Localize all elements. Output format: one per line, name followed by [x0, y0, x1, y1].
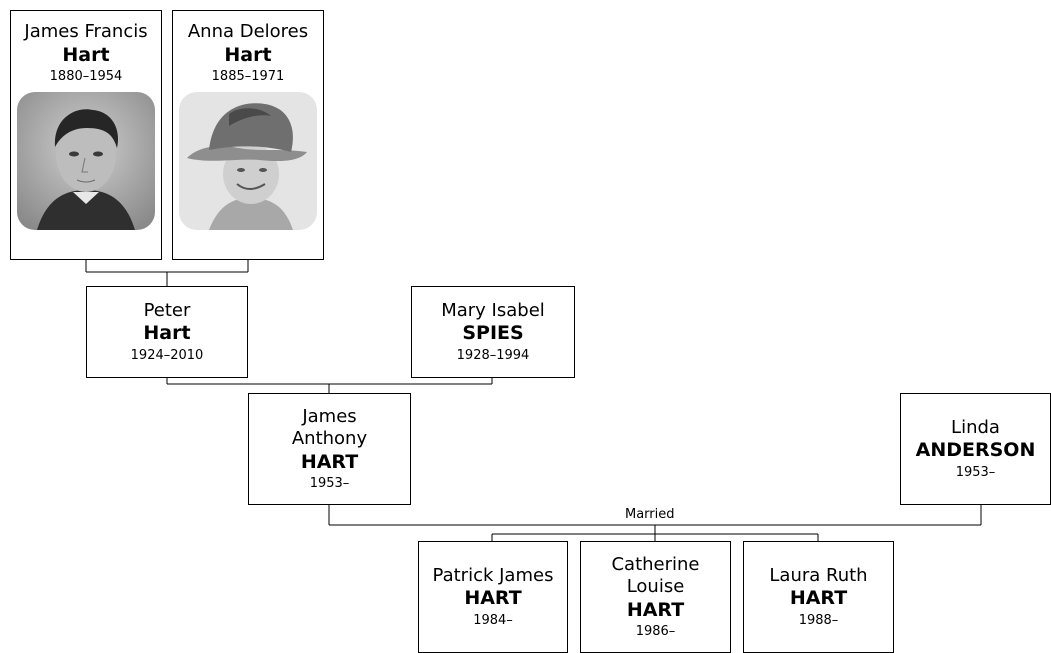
given-name: Laura Ruth [769, 564, 868, 586]
surname: Hart [224, 43, 272, 66]
person-card-james-francis-hart[interactable]: James Francis Hart 1880–1954 [10, 10, 162, 260]
surname: Hart [143, 322, 191, 345]
person-card-linda-anderson[interactable]: Linda ANDERSON 1953– [900, 393, 1051, 505]
surname: ANDERSON [915, 439, 1036, 462]
life-years: 1986– [635, 624, 676, 640]
surname: HART [789, 587, 848, 610]
life-years: 1885–1971 [211, 69, 285, 85]
surname: HART [464, 587, 522, 610]
person-card-mary-isabel-spies[interactable]: Mary Isabel SPIES 1928–1994 [411, 286, 575, 378]
surname: HART [626, 598, 685, 621]
given-name: Linda [951, 416, 1000, 438]
life-years: 1924–2010 [130, 348, 204, 363]
given-name: Peter [143, 299, 191, 321]
surname: Hart [62, 43, 110, 66]
given-name: James Francis [24, 21, 148, 42]
person-card-laura-ruth-hart[interactable]: Laura Ruth HART 1988– [743, 541, 894, 653]
life-years: 1880–1954 [49, 69, 123, 85]
given-name: Catherine Louise [611, 553, 700, 598]
man-portrait-photo [17, 91, 155, 230]
person-card-patrick-james-hart[interactable]: Patrick James HART 1984– [418, 541, 568, 653]
given-name: Patrick James [432, 564, 554, 586]
life-years: 1984– [473, 613, 513, 628]
person-card-peter-hart[interactable]: Peter Hart 1924–2010 [86, 286, 248, 378]
life-years: 1988– [798, 613, 839, 628]
woman-with-hat-portrait-photo [179, 91, 317, 230]
life-years: 1928–1994 [456, 348, 530, 363]
married-label: Married [623, 507, 677, 522]
given-name: James Anthony [291, 405, 368, 450]
surname: SPIES [462, 322, 524, 345]
life-years: 1953– [309, 476, 350, 492]
surname: HART [300, 450, 359, 473]
person-card-james-anthony-hart[interactable]: James Anthony HART 1953– [248, 393, 411, 505]
life-years: 1953– [955, 465, 996, 480]
given-name: Mary Isabel [441, 299, 545, 321]
person-card-catherine-louise-hart[interactable]: Catherine Louise HART 1986– [580, 541, 731, 653]
given-name: Anna Delores [187, 21, 309, 42]
person-card-anna-delores-hart[interactable]: Anna Delores Hart 1885–1971 [172, 10, 324, 260]
